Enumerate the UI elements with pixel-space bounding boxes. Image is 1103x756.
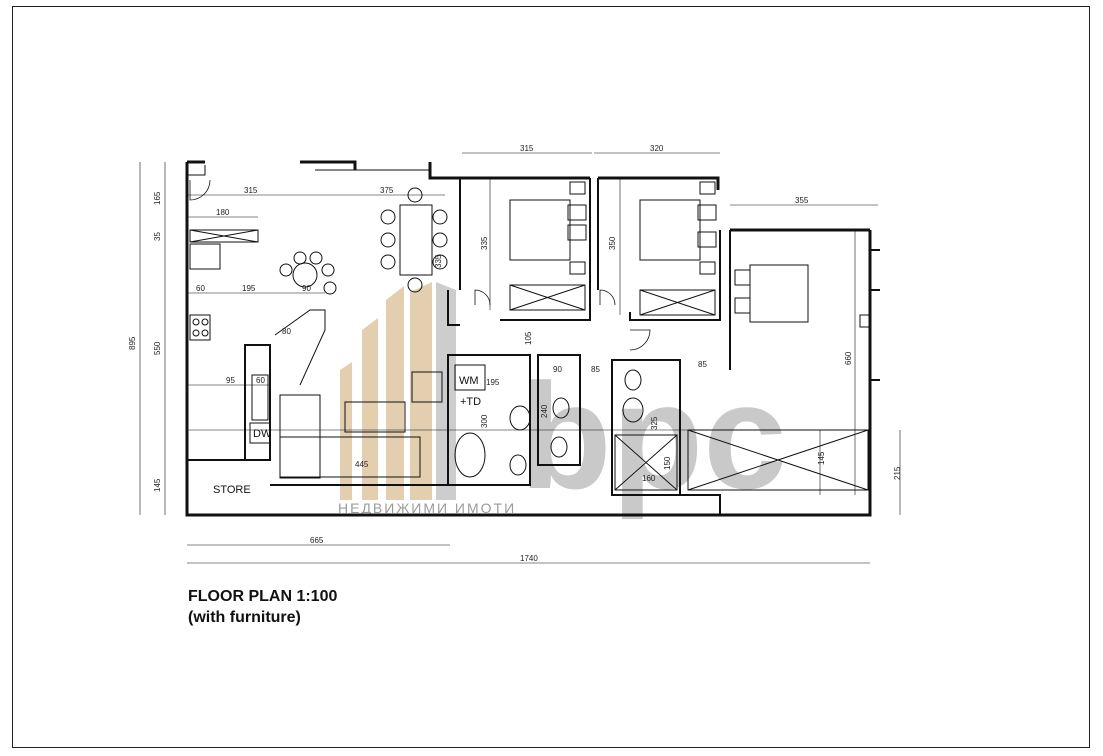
dim-kit-60: 60 [196,284,205,293]
dim-living-445: 445 [355,460,369,469]
dim-bed2-width: 320 [650,144,664,153]
dim-left-165: 165 [153,191,162,205]
dim-bath-85a: 85 [591,365,600,374]
dim-bed3-width: 355 [795,196,809,205]
dim-bottom-665: 665 [310,536,324,545]
dim-bath-160: 160 [642,474,656,483]
dim-left-35: 35 [153,232,162,241]
dim-bath-90: 90 [553,365,562,374]
exterior-walls [185,160,880,517]
dim-left-895: 895 [128,336,137,350]
dim-kit-80: 80 [282,327,291,336]
drawing-frame [12,6,1090,748]
dimension-labels: 315 375 315 320 355 180 60 195 90 80 95 … [128,144,902,563]
dim-bath-325: 325 [650,416,659,430]
furniture [189,181,871,491]
plan-title-line1: FLOOR PLAN 1:100 [188,588,338,605]
dim-bath-85b: 85 [698,360,707,369]
dim-bath-195: 195 [486,378,500,387]
dim-hall-180: 180 [216,208,230,217]
dim-bath-150: 150 [663,456,672,470]
dim-bath-105: 105 [524,331,533,345]
dim-kit-90: 90 [302,284,311,293]
watermark-brand: bpc [520,352,787,520]
dim-left-145: 145 [153,478,162,492]
watermark-tagline: НЕДВИЖИМИ ИМОТИ [338,500,516,516]
dim-bed1-width: 315 [520,144,534,153]
dim-right-215: 215 [893,466,902,480]
dishwasher-label: DW [253,428,272,440]
store-label: STORE [213,484,251,496]
bpc-watermark-logo: bpc НЕДВИЖИМИ ИМОТИ [338,282,787,520]
dimension-lines [139,152,901,564]
dim-left-550: 550 [153,341,162,355]
dim-top-375: 375 [380,186,394,195]
dim-bed2-350: 350 [608,236,617,250]
dim-kit-60b: 60 [256,376,265,385]
plan-title: FLOOR PLAN 1:100 (with furniture) [188,586,337,628]
plan-title-line2: (with furniture) [188,609,301,626]
dim-balcony-145: 145 [817,451,826,465]
washing-machine-label: WM [459,375,479,387]
dim-bath-300: 300 [480,414,489,428]
dim-bed3-660: 660 [844,351,853,365]
dim-kit-95: 95 [226,376,235,385]
dim-table-335: 335 [434,254,443,268]
dim-bed1-335: 335 [480,236,489,250]
tumble-dryer-label: +TD [460,396,481,408]
dim-bottom-1740: 1740 [520,554,538,563]
dim-top-315: 315 [244,186,258,195]
dim-kit-195: 195 [242,284,256,293]
dim-bath-240: 240 [540,404,549,418]
